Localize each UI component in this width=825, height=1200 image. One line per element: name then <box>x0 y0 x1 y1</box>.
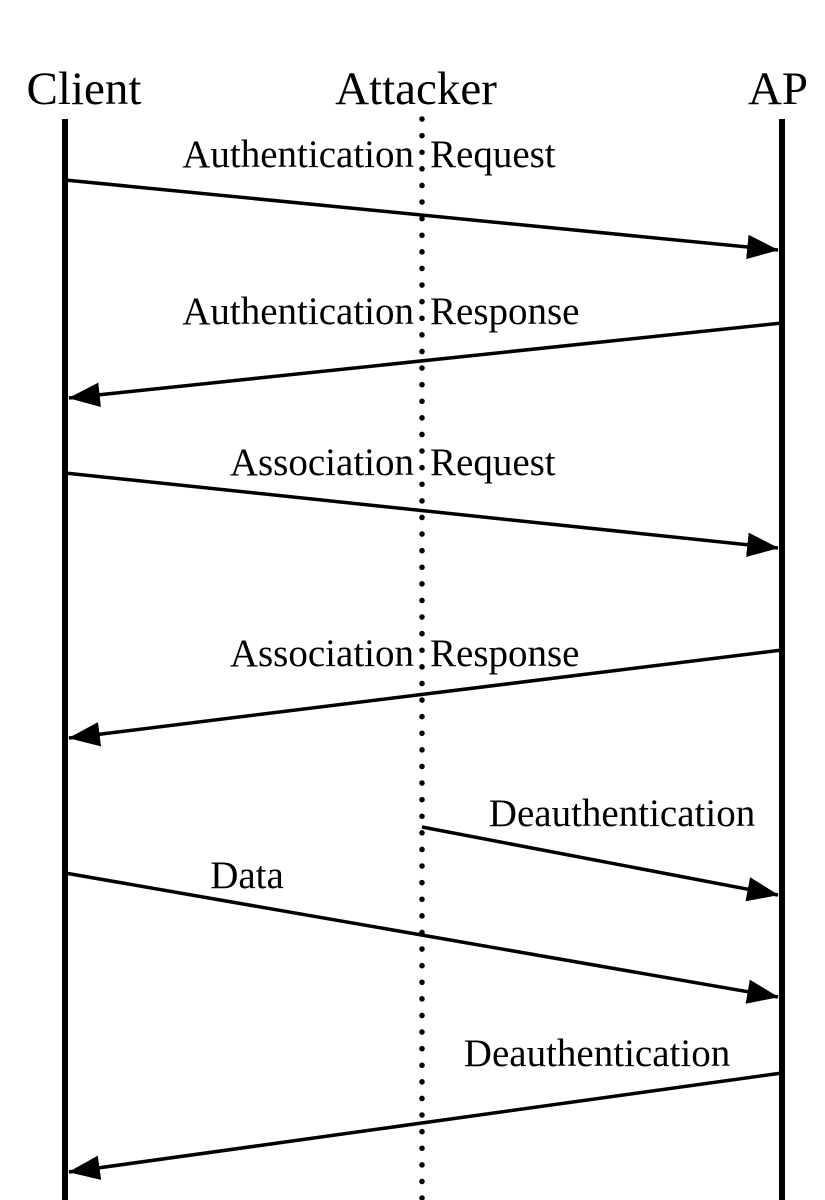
message-label: Deauthentication <box>464 1032 730 1075</box>
message-label-right: Request <box>430 441 556 484</box>
message-arrow-client-to-ap <box>64 471 779 557</box>
message-label-left: Authentication <box>182 133 414 176</box>
message-label-right: Response <box>430 632 580 675</box>
message-label-left: Association <box>230 441 414 484</box>
message-label-left: Association <box>230 632 414 675</box>
lifelines-group <box>62 116 785 1200</box>
message-arrow-ap-to-client <box>68 1071 783 1180</box>
message-arrow-client-to-ap <box>64 871 779 1004</box>
message-arrow-client-to-ap <box>64 178 779 260</box>
message-arrow-attacker-to-ap <box>421 825 779 902</box>
message-arrow-ap-to-client <box>68 321 783 407</box>
message-label-left: Authentication <box>182 290 414 333</box>
actor-names-group: Client Attacker AP <box>27 63 808 115</box>
actor-name-ap: AP <box>748 63 808 115</box>
message-label: Deauthentication <box>489 792 755 835</box>
message-label-right: Request <box>430 133 556 176</box>
actor-name-attacker: Attacker <box>335 63 497 115</box>
message-label-right: Response <box>430 290 580 333</box>
message-label: Data <box>210 854 284 897</box>
actor-name-client: Client <box>27 63 142 115</box>
message-arrow-ap-to-client <box>68 648 783 747</box>
